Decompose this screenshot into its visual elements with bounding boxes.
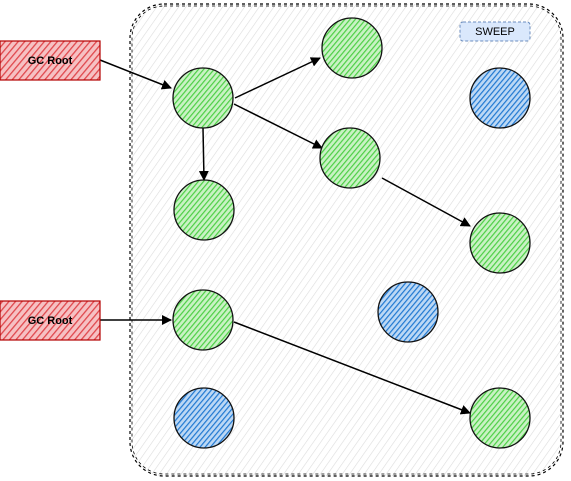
reachable-object-node [172, 289, 234, 351]
heap-objects [172, 17, 531, 449]
unreachable-object-node [377, 281, 439, 343]
reachable-object-node [319, 127, 381, 189]
reachable-object-node [173, 179, 235, 241]
reference-arrow-f-g [233, 321, 471, 415]
unreachable-object-node [469, 67, 531, 129]
gc-root-2: GC Root [0, 300, 101, 341]
reference-arrow-d-e [381, 177, 471, 227]
reference-arrow-a-b [234, 57, 321, 99]
sweep-phase-badge: SWEEP [459, 21, 531, 42]
sweep-phase-label: SWEEP [475, 26, 515, 38]
reference-arrow-a-c [198, 127, 209, 181]
reachable-object-node [469, 387, 531, 449]
heap-region [129, 3, 564, 477]
gc-root-label: GC Root [28, 315, 73, 327]
references [99, 57, 471, 415]
reference-arrow-a-d [233, 103, 323, 149]
reference-arrow-root1-a [99, 59, 172, 90]
gc-root-1: GC Root [0, 40, 101, 81]
reachable-object-node [172, 67, 234, 129]
reachable-object-node [469, 212, 531, 274]
unreachable-object-node [173, 387, 235, 449]
gc-root-label: GC Root [28, 55, 73, 67]
reachable-object-node [321, 17, 383, 79]
